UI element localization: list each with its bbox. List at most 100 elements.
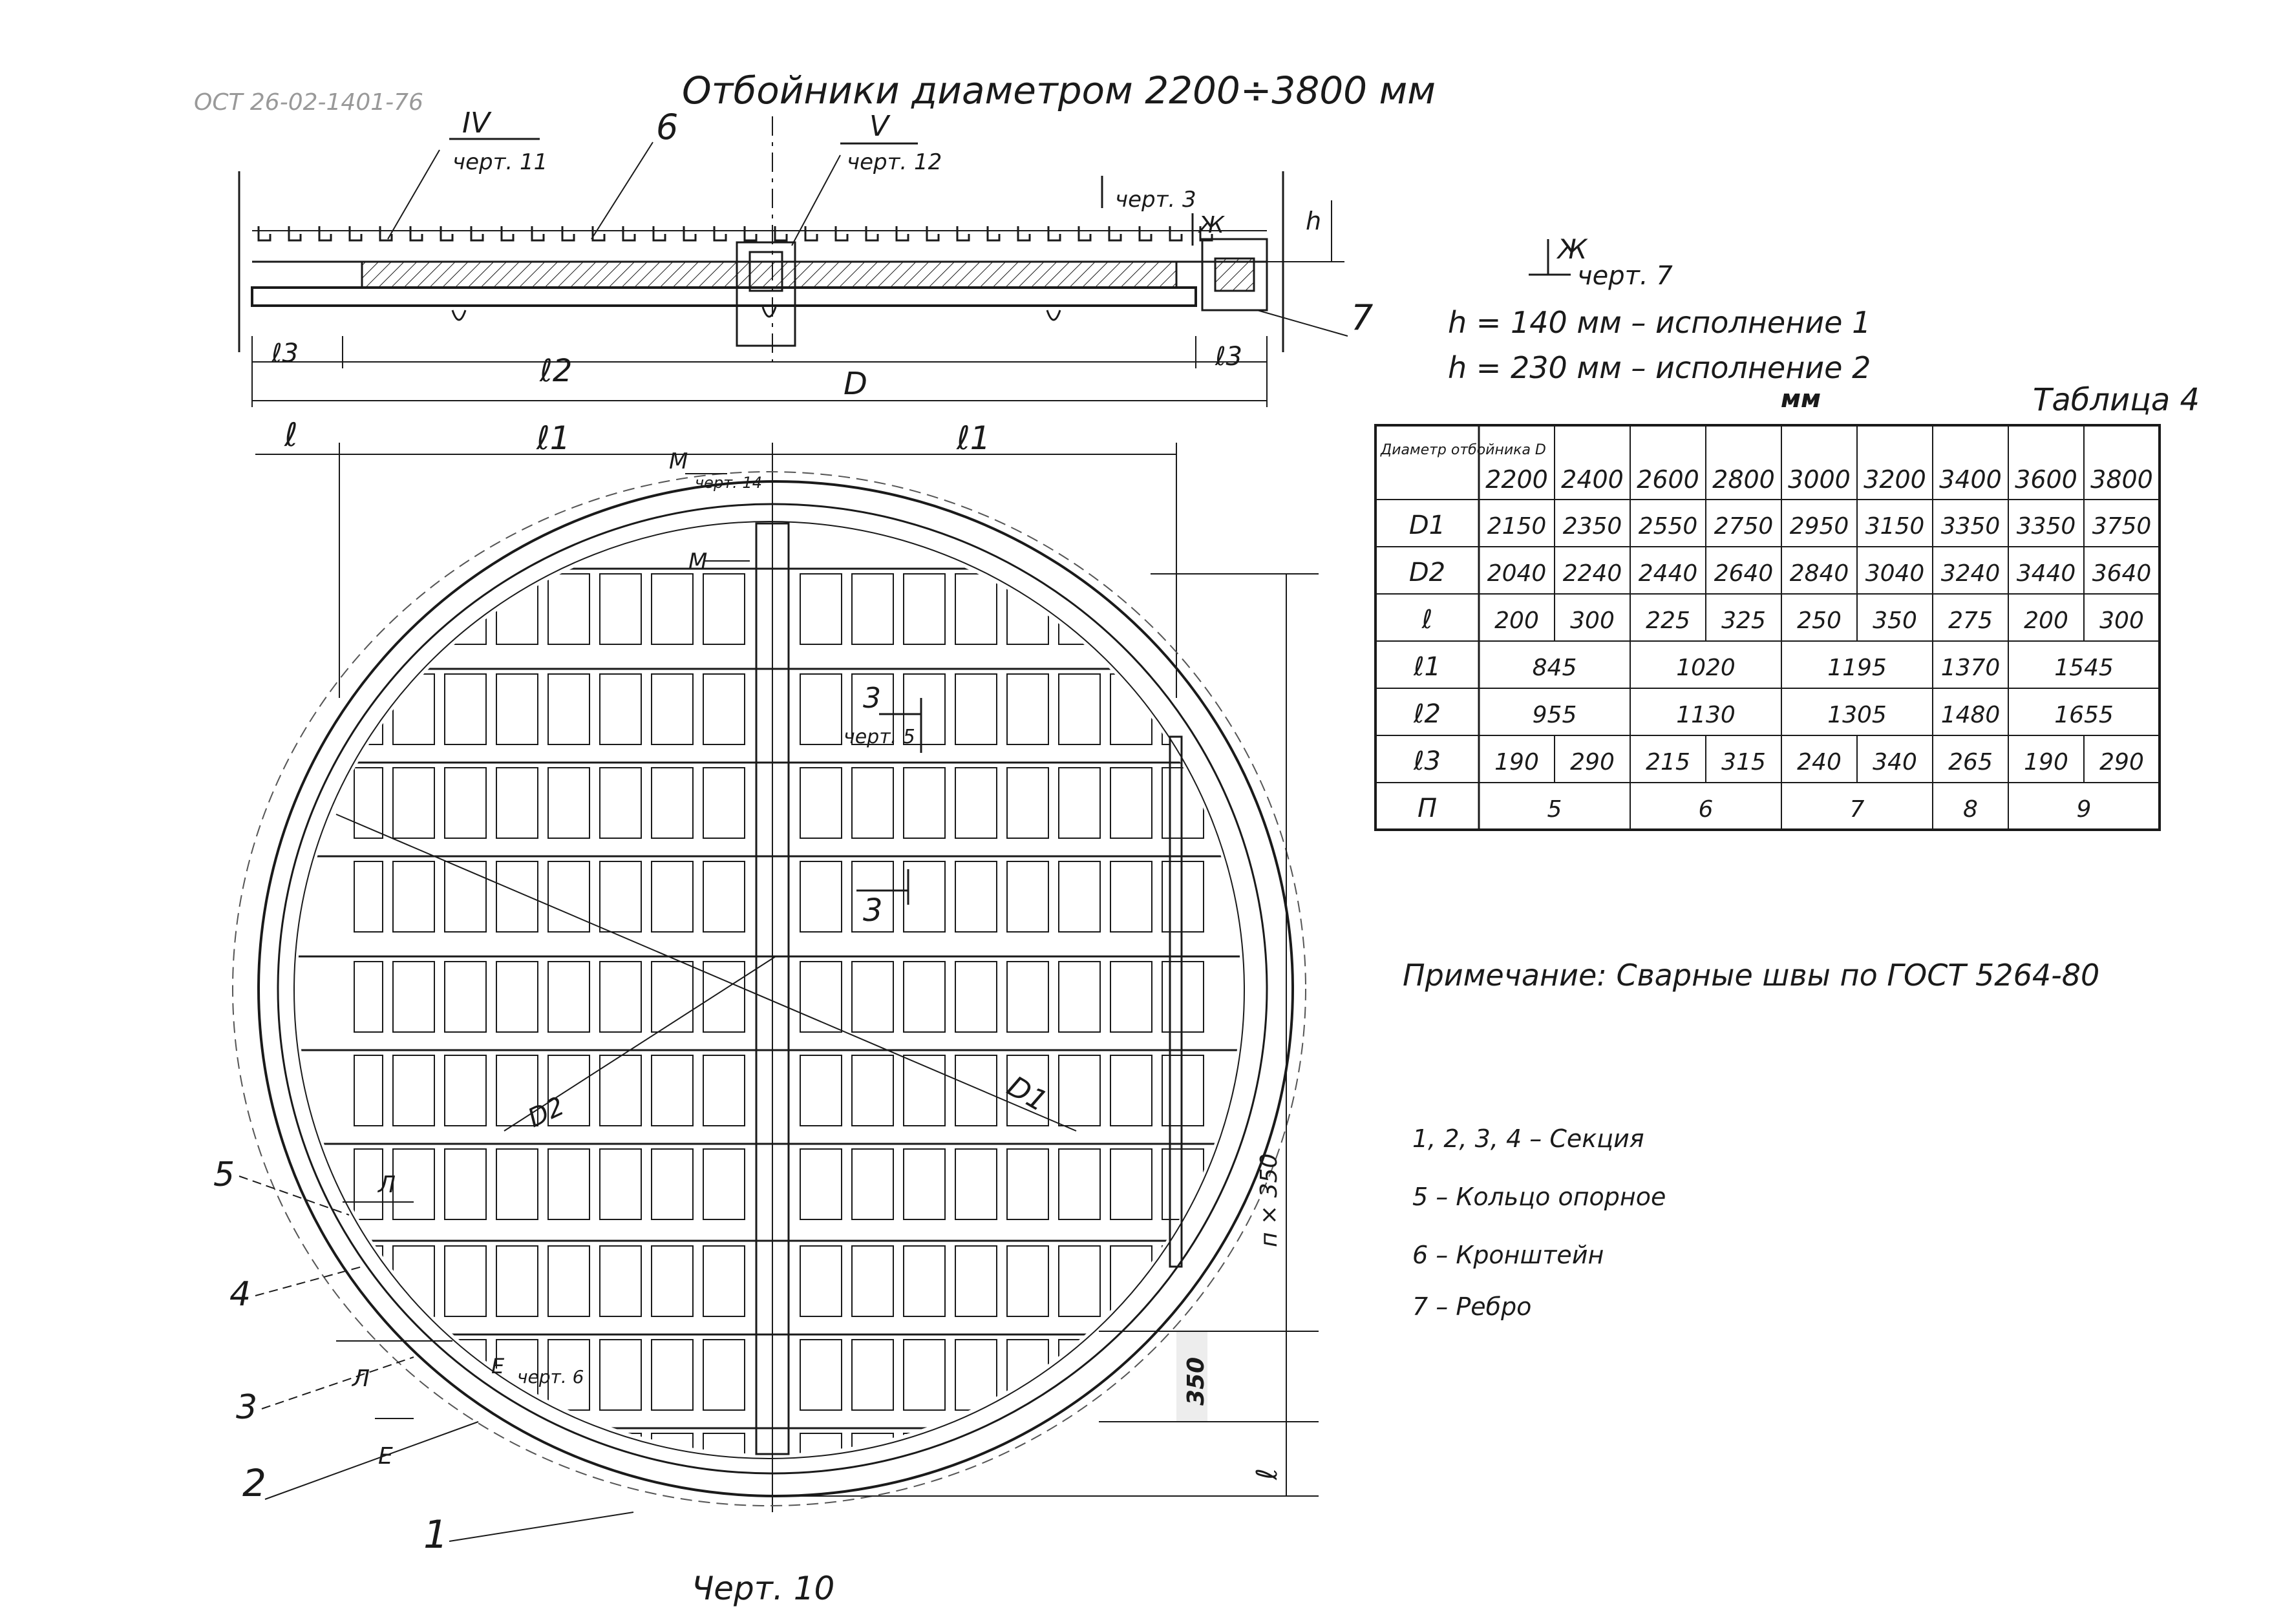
grid-cell bbox=[903, 1245, 946, 1317]
grid-cell bbox=[851, 673, 894, 745]
table-cell: 1195 bbox=[1827, 655, 1887, 681]
grid-cell bbox=[392, 861, 435, 933]
grid-cell bbox=[1110, 1339, 1152, 1411]
grid-cell bbox=[444, 1245, 487, 1317]
grid-cell bbox=[851, 573, 894, 645]
table-cell: 2040 bbox=[1487, 560, 1547, 587]
grid-cell bbox=[955, 673, 997, 745]
note-welds: Примечание: Сварные швы по ГОСТ 5264-80 bbox=[1403, 958, 2099, 993]
table-cell: 265 bbox=[1948, 749, 1993, 775]
grid-cell bbox=[800, 1339, 842, 1411]
grid-cell bbox=[599, 1148, 642, 1220]
grid-cell bbox=[1058, 767, 1101, 839]
bracket-icon bbox=[561, 226, 575, 242]
dim-l2: ℓ2 bbox=[539, 353, 572, 389]
table-cell: 350 bbox=[1873, 607, 1917, 634]
grid-cell bbox=[547, 1339, 590, 1411]
bracket-icon bbox=[1138, 226, 1152, 242]
grid-cell bbox=[903, 1339, 946, 1411]
bracket-icon bbox=[865, 226, 879, 242]
grid-cell bbox=[392, 1148, 435, 1220]
grid-cell bbox=[354, 1055, 383, 1126]
grid-cell bbox=[955, 767, 997, 839]
table-cell: 240 bbox=[1797, 749, 1842, 775]
grid-cell bbox=[703, 861, 745, 933]
table-cell: 3350 bbox=[2017, 513, 2076, 540]
grid-cell bbox=[547, 1148, 590, 1220]
grid-cell bbox=[496, 673, 538, 745]
grid-cell bbox=[800, 1245, 842, 1317]
dim-l-right: ℓ bbox=[1251, 1468, 1284, 1481]
legend-item-rib: 7 – Ребро bbox=[1412, 1292, 1531, 1321]
bracket-icon bbox=[531, 226, 545, 242]
section-3-ref: черт. 5 bbox=[844, 726, 915, 748]
bracket-icon bbox=[318, 226, 332, 242]
bracket-icon bbox=[591, 226, 606, 242]
grid-cell bbox=[354, 961, 383, 1033]
table-cell: 2350 bbox=[1563, 513, 1622, 540]
grid-cell bbox=[1162, 767, 1204, 839]
grid-cell bbox=[703, 673, 745, 745]
grid-cell bbox=[392, 1433, 435, 1454]
grid-cell bbox=[1058, 1055, 1101, 1126]
table-cell: 200 bbox=[1494, 607, 1539, 634]
table-cell: 250 bbox=[1797, 607, 1842, 634]
table-cell: 9 bbox=[2077, 796, 2092, 823]
grid-cell bbox=[1006, 1245, 1049, 1317]
grid-cell bbox=[1006, 573, 1049, 645]
grid-cell bbox=[354, 1148, 383, 1220]
table-cell: 7 bbox=[1850, 796, 1865, 823]
grid-cell bbox=[599, 673, 642, 745]
grid-cell bbox=[651, 673, 694, 745]
callout-v: V bbox=[869, 110, 891, 143]
grid-cell bbox=[496, 1433, 538, 1454]
grid-cell bbox=[496, 861, 538, 933]
grid-cell bbox=[851, 767, 894, 839]
grid-cell bbox=[703, 1055, 745, 1126]
grid-cell bbox=[955, 1245, 997, 1317]
grid-cell bbox=[1110, 1433, 1152, 1454]
grid-cell bbox=[392, 1055, 435, 1126]
table-cell: 1545 bbox=[2054, 655, 2114, 681]
grid-cell bbox=[903, 1055, 946, 1126]
bracket-icon bbox=[956, 226, 970, 242]
callout-zh: Ж bbox=[1198, 212, 1226, 238]
grid-cell bbox=[800, 767, 842, 839]
grid-cell bbox=[903, 573, 946, 645]
bracket-icon bbox=[500, 226, 515, 242]
dim-l1-left: ℓ1 bbox=[536, 419, 570, 457]
grid-cell bbox=[703, 1339, 745, 1411]
view-zh-letter: Ж bbox=[1556, 233, 1588, 265]
callout-iv: IV bbox=[462, 107, 492, 140]
grid-cell bbox=[955, 573, 997, 645]
table-cell: 2440 bbox=[1639, 560, 1698, 587]
grid-cell bbox=[851, 1245, 894, 1317]
table-cell: 3750 bbox=[2092, 513, 2152, 540]
grid-cell bbox=[1110, 673, 1152, 745]
bracket-icon bbox=[774, 226, 788, 242]
grid-cell bbox=[444, 767, 487, 839]
grid-cell bbox=[1110, 1148, 1152, 1220]
grid-cell bbox=[496, 767, 538, 839]
table-row-label: ℓ2 bbox=[1413, 699, 1441, 729]
grid-cell bbox=[1162, 1055, 1204, 1126]
grid-cell bbox=[1058, 961, 1101, 1033]
table-cell: 2750 bbox=[1714, 513, 1774, 540]
grid-cell bbox=[651, 767, 694, 839]
grid-cell bbox=[851, 1433, 894, 1454]
bracket-icon bbox=[834, 226, 849, 242]
grid-cell bbox=[1162, 961, 1204, 1033]
grid-cell bbox=[1058, 1148, 1101, 1220]
table-cell: 190 bbox=[1494, 749, 1539, 775]
label-l-upper: Л bbox=[377, 1172, 396, 1198]
label-d1: D1 bbox=[1002, 1070, 1053, 1118]
callout-v-ref: черт. 12 bbox=[847, 149, 942, 175]
grid-cell bbox=[444, 961, 487, 1033]
table-cell: 215 bbox=[1646, 749, 1690, 775]
bracket-icon bbox=[986, 226, 1001, 242]
grid-cell bbox=[903, 673, 946, 745]
grid-cell bbox=[599, 961, 642, 1033]
table-cell: 1130 bbox=[1676, 702, 1736, 728]
dim-l3-left: ℓ3 bbox=[271, 339, 299, 368]
grid-cell bbox=[651, 1433, 694, 1454]
